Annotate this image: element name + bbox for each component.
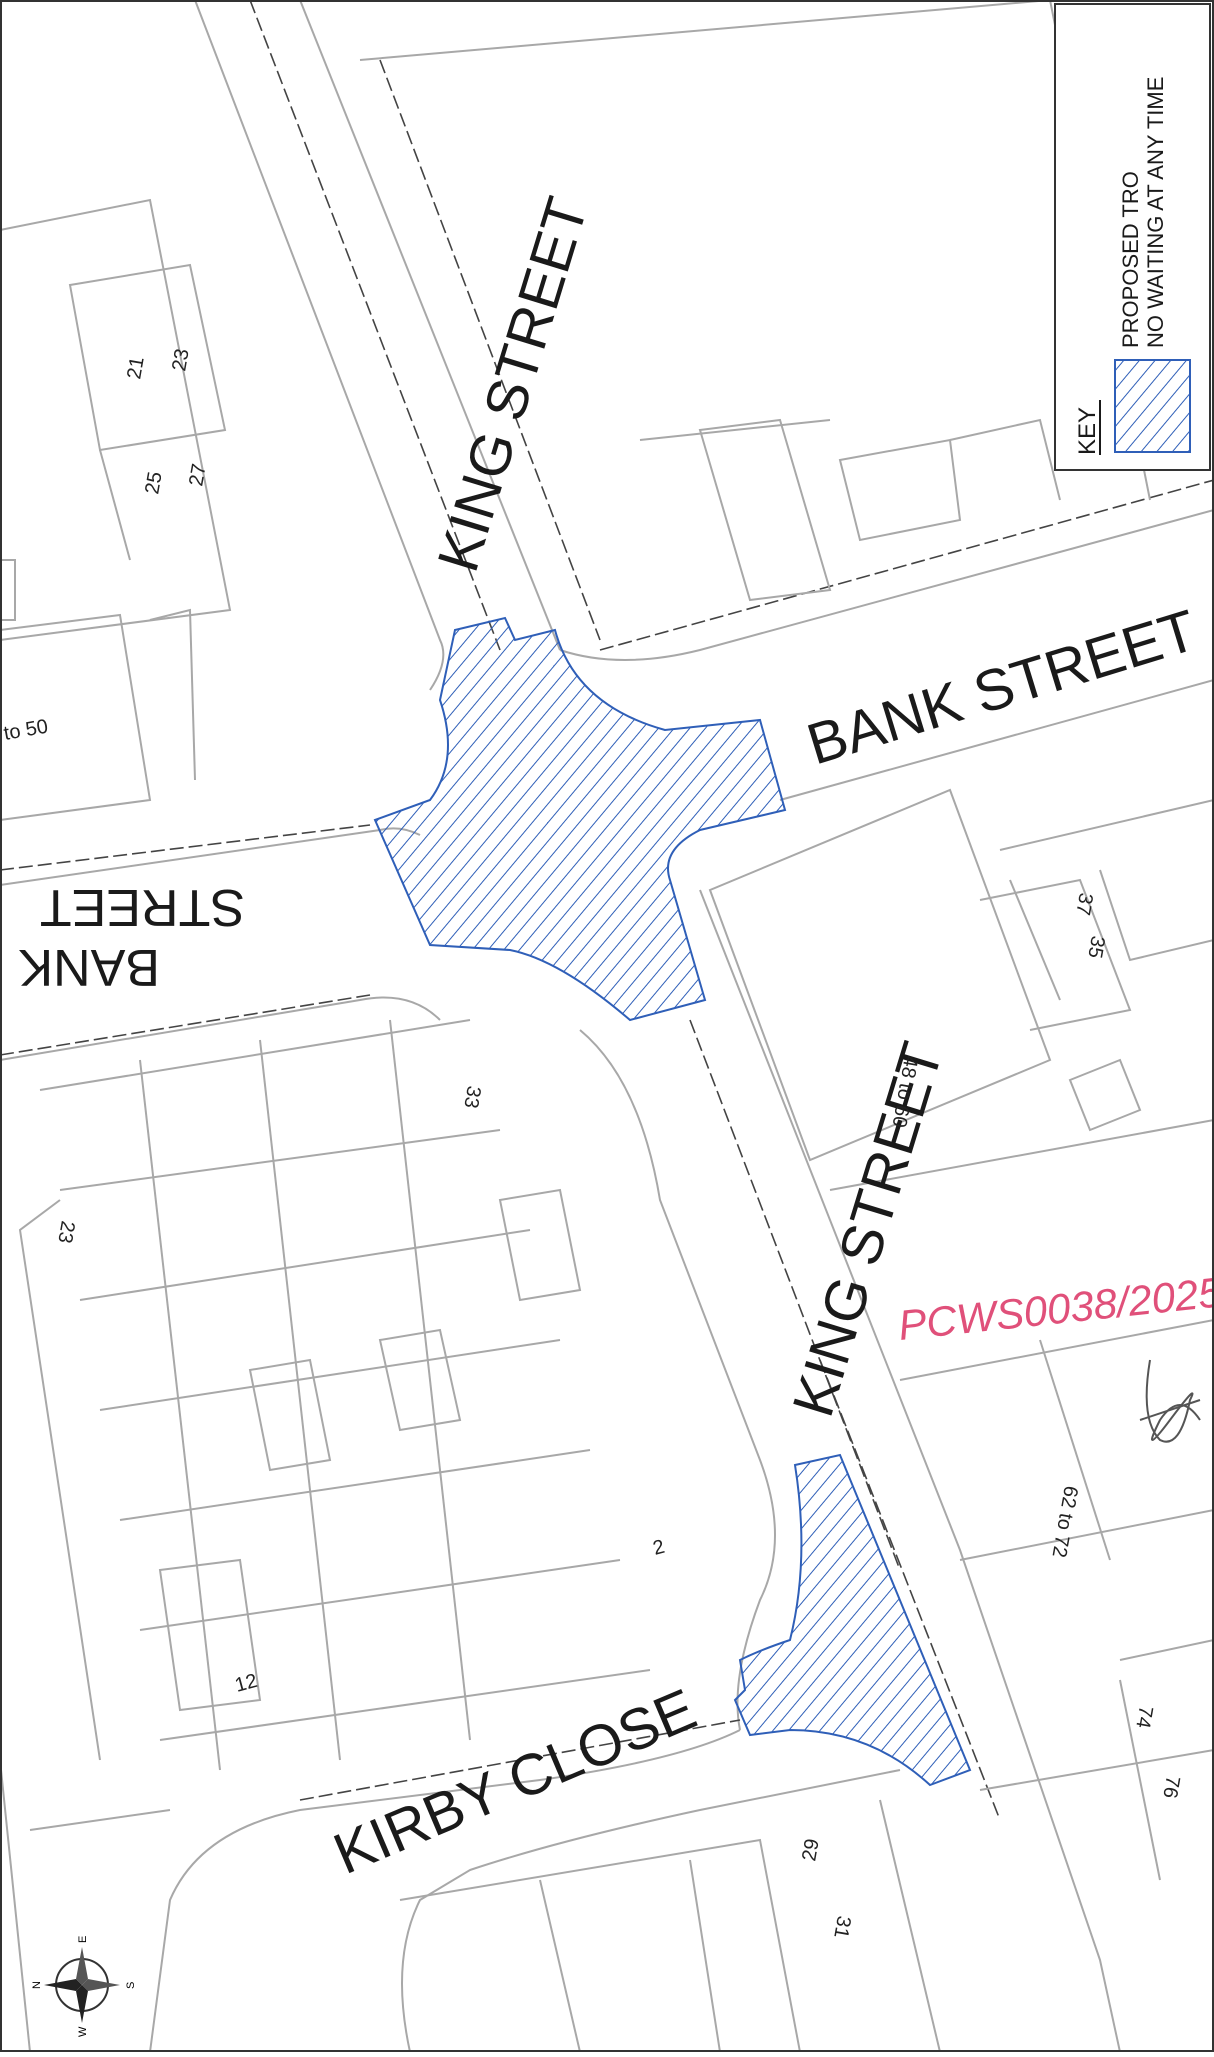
compass-south: S	[125, 1982, 137, 1989]
property-number: 2	[651, 1536, 667, 1560]
property-number: 35	[1083, 934, 1109, 960]
map-key: KEY PROPOSED TRO NO WAITING AT ANY TIME	[1054, 3, 1211, 471]
signature-mark	[1145, 1359, 1201, 1443]
property-number: 31	[829, 1914, 855, 1940]
property-number: 25	[141, 470, 167, 496]
key-title: KEY	[1074, 407, 1101, 455]
compass-rose-icon: N S E W	[31, 1936, 137, 2037]
property-number: 23	[168, 347, 194, 373]
road-label-bank-street-west-line2: STREET	[40, 878, 245, 936]
tro-areas	[373, 616, 972, 1787]
tro-area-junction	[373, 616, 787, 1022]
property-number: 76	[1158, 1774, 1184, 1800]
compass-west: W	[77, 2026, 89, 2037]
property-number: 21	[123, 355, 149, 381]
compass-east: E	[77, 1936, 89, 1943]
property-number: 74	[1131, 1704, 1157, 1730]
key-item-line1: PROPOSED TRO	[1118, 171, 1143, 348]
key-hatch-swatch	[1114, 359, 1191, 453]
tro-area-king-street-south	[733, 1453, 972, 1787]
property-number: 29	[798, 1837, 824, 1863]
road-label-bank-street-west-line1: BANK	[18, 938, 160, 996]
property-number: 27	[185, 462, 211, 488]
property-number: 33	[459, 1084, 485, 1110]
key-item-line2: NO WAITING AT ANY TIME	[1143, 77, 1168, 348]
property-number: 23	[53, 1219, 79, 1245]
property-number: 37	[1071, 891, 1097, 917]
compass-north: N	[31, 1981, 43, 1989]
